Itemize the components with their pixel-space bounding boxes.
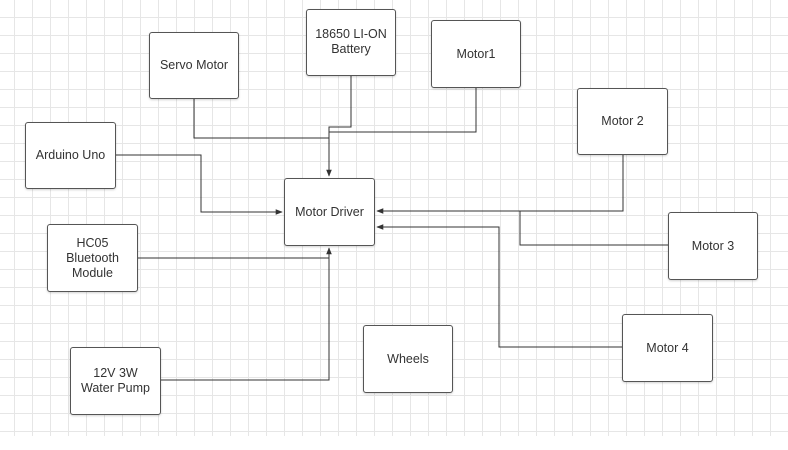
connector-battery-to-driver[interactable] bbox=[328, 76, 352, 176]
connector-pump-to-driver[interactable] bbox=[161, 248, 330, 381]
node-motor-driver[interactable]: Motor Driver bbox=[284, 178, 375, 246]
connector-motor3-to-driver[interactable] bbox=[519, 211, 668, 246]
node-motor1[interactable]: Motor1 bbox=[431, 20, 521, 88]
node-motor3[interactable]: Motor 3 bbox=[668, 212, 758, 280]
connector-motor2-to-driver[interactable] bbox=[376, 155, 624, 214]
node-servo-motor[interactable]: Servo Motor bbox=[149, 32, 239, 99]
connector-hc05-to-driver[interactable] bbox=[138, 247, 332, 259]
connector-arduino-to-driver[interactable] bbox=[116, 154, 283, 215]
connector-motor4-to-driver[interactable] bbox=[376, 224, 622, 348]
connector-servo-to-driver[interactable] bbox=[193, 99, 332, 177]
node-water-pump[interactable]: 12V 3W Water Pump bbox=[70, 347, 161, 415]
node-motor2[interactable]: Motor 2 bbox=[577, 88, 668, 155]
connector-motor1-to-driver[interactable] bbox=[328, 88, 477, 176]
node-motor4[interactable]: Motor 4 bbox=[622, 314, 713, 382]
node-wheels[interactable]: Wheels bbox=[363, 325, 453, 393]
node-hc05-bluetooth[interactable]: HC05 Bluetooth Module bbox=[47, 224, 138, 292]
node-arduino-uno[interactable]: Arduino Uno bbox=[25, 122, 116, 189]
node-battery[interactable]: 18650 LI-ON Battery bbox=[306, 9, 396, 76]
